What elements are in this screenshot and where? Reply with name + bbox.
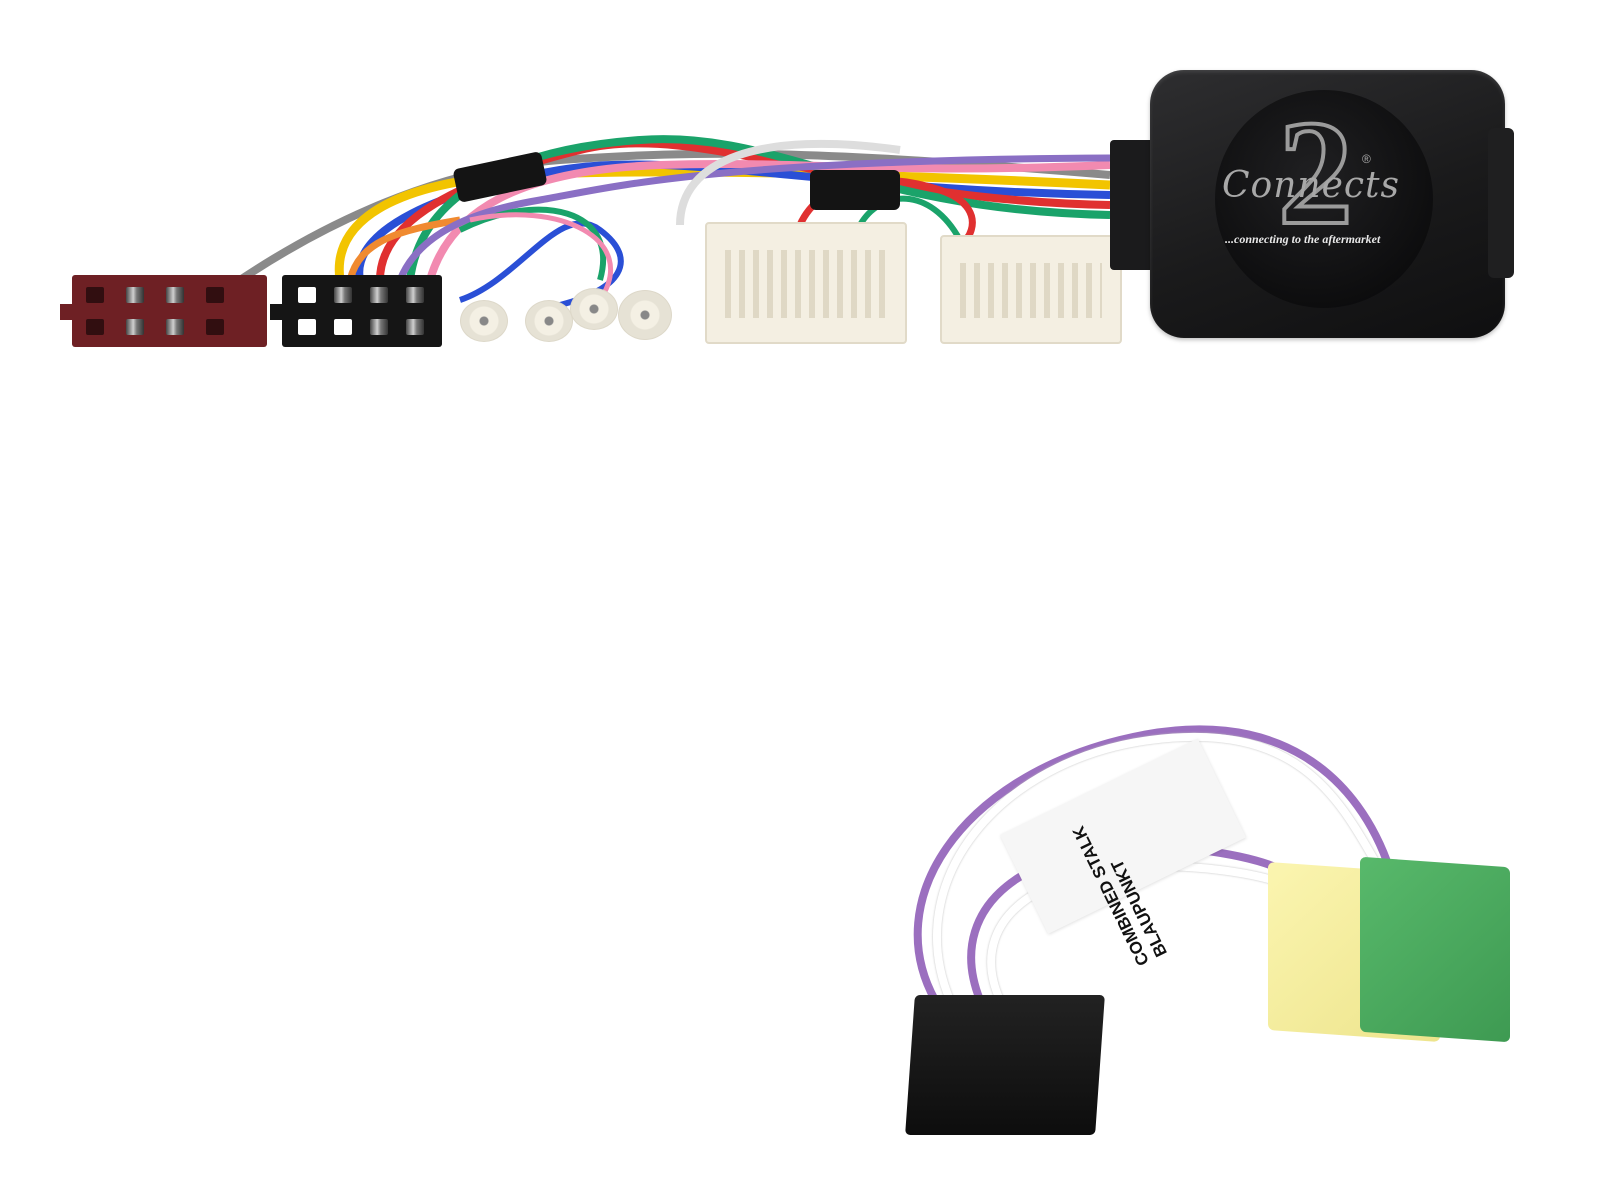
bullet-connector [618,290,672,340]
iso-speaker-tab [270,304,282,320]
iso-power-tab [60,304,72,320]
black-12-pin-radio-connector [905,995,1105,1135]
brand-logo-digit: 2 [1276,90,1355,256]
registered-mark: ® [1362,152,1371,166]
logo-badge [1215,90,1433,308]
control-box-side-port [1488,128,1514,278]
green-mini-iso-connector [1360,856,1510,1043]
brand-tagline: ...connecting to the aftermarket [1225,232,1381,246]
bullet-connector [460,300,508,342]
brand-logo-script: Connects [1222,165,1400,206]
heat-shrink-sleeve [810,170,900,210]
bullet-connector [525,300,573,342]
iso-speaker-connector [282,275,442,347]
vehicle-molex-connector-2 [940,235,1122,344]
bullet-connector [570,288,618,330]
iso-power-connector [72,275,267,347]
vehicle-molex-connector-1 [705,222,907,344]
